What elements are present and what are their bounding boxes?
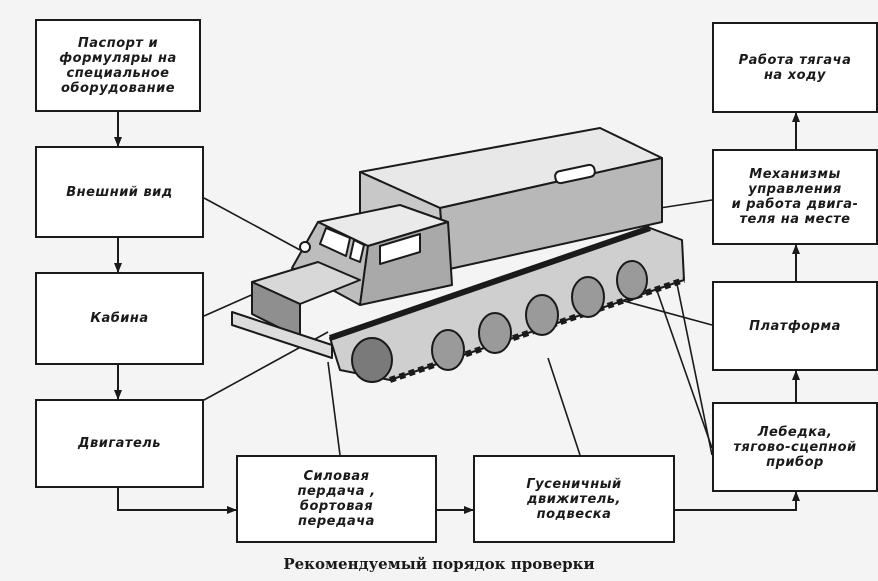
arrow-tracks-to-winch — [675, 491, 800, 511]
windshield-left — [319, 227, 351, 257]
box-power-transmission-label: Силовая пердача , бортовая передача — [297, 469, 376, 529]
leader-exterior — [203, 197, 301, 251]
box-platform-label: Платформа — [749, 318, 841, 334]
front-bumper — [231, 311, 333, 359]
headlight — [299, 241, 311, 253]
box-winch: Лебедка, тягово-сцепной прибор — [712, 402, 878, 492]
box-road-test-label: Работа тягача на ходу — [738, 52, 852, 83]
box-exterior: Внешний вид — [35, 146, 204, 238]
leader-cabin — [203, 291, 259, 317]
box-road-test: Работа тягача на ходу — [712, 22, 878, 113]
box-engine: Двигатель — [35, 399, 204, 488]
box-exterior-label: Внешний вид — [66, 184, 173, 200]
box-engine-label: Двигатель — [77, 436, 162, 451]
cargo-window — [554, 163, 596, 185]
box-controls-label: Механизмы управления и работа двига- тел… — [731, 167, 859, 227]
box-cabin-label: Кабина — [90, 311, 149, 326]
road-wheel-4 — [571, 276, 605, 318]
box-controls: Механизмы управления и работа двига- тел… — [712, 149, 878, 245]
cab-side-window — [379, 233, 421, 265]
road-wheel-2 — [478, 312, 512, 354]
figure-caption: Рекомендуемый порядок проверки — [283, 555, 595, 573]
road-wheel-5 — [616, 260, 648, 300]
box-cabin: Кабина — [35, 272, 204, 365]
box-tracked-drive: Гусеничный движитель, подвеска — [473, 455, 675, 543]
box-power-transmission: Силовая пердача , бортовая передача — [236, 455, 437, 543]
windshield-right — [349, 239, 365, 263]
track-upper-run — [329, 225, 651, 341]
road-wheel-1 — [431, 329, 465, 371]
flow-arrows — [114, 112, 800, 514]
tracked-tractor-illustration — [231, 127, 685, 383]
leader-controls — [659, 199, 713, 209]
drive-sprocket — [351, 337, 393, 383]
leader-winch-a — [654, 284, 713, 449]
box-winch-label: Лебедка, тягово-сцепной прибор — [733, 424, 857, 470]
box-passport: Паспорт и формуляры на специальное обору… — [35, 19, 201, 112]
box-platform: Платформа — [712, 281, 878, 371]
leader-lines — [203, 197, 713, 456]
box-tracked-drive-label: Гусеничный движитель, подвеска — [526, 476, 622, 522]
cab-side — [359, 221, 453, 306]
box-passport-label: Паспорт и формуляры на специальное обору… — [59, 35, 177, 96]
road-wheel-3 — [525, 294, 559, 336]
arrow-engine-to-transmission — [117, 488, 237, 514]
leader-tracks — [547, 357, 581, 456]
leader-transmission — [327, 361, 341, 456]
